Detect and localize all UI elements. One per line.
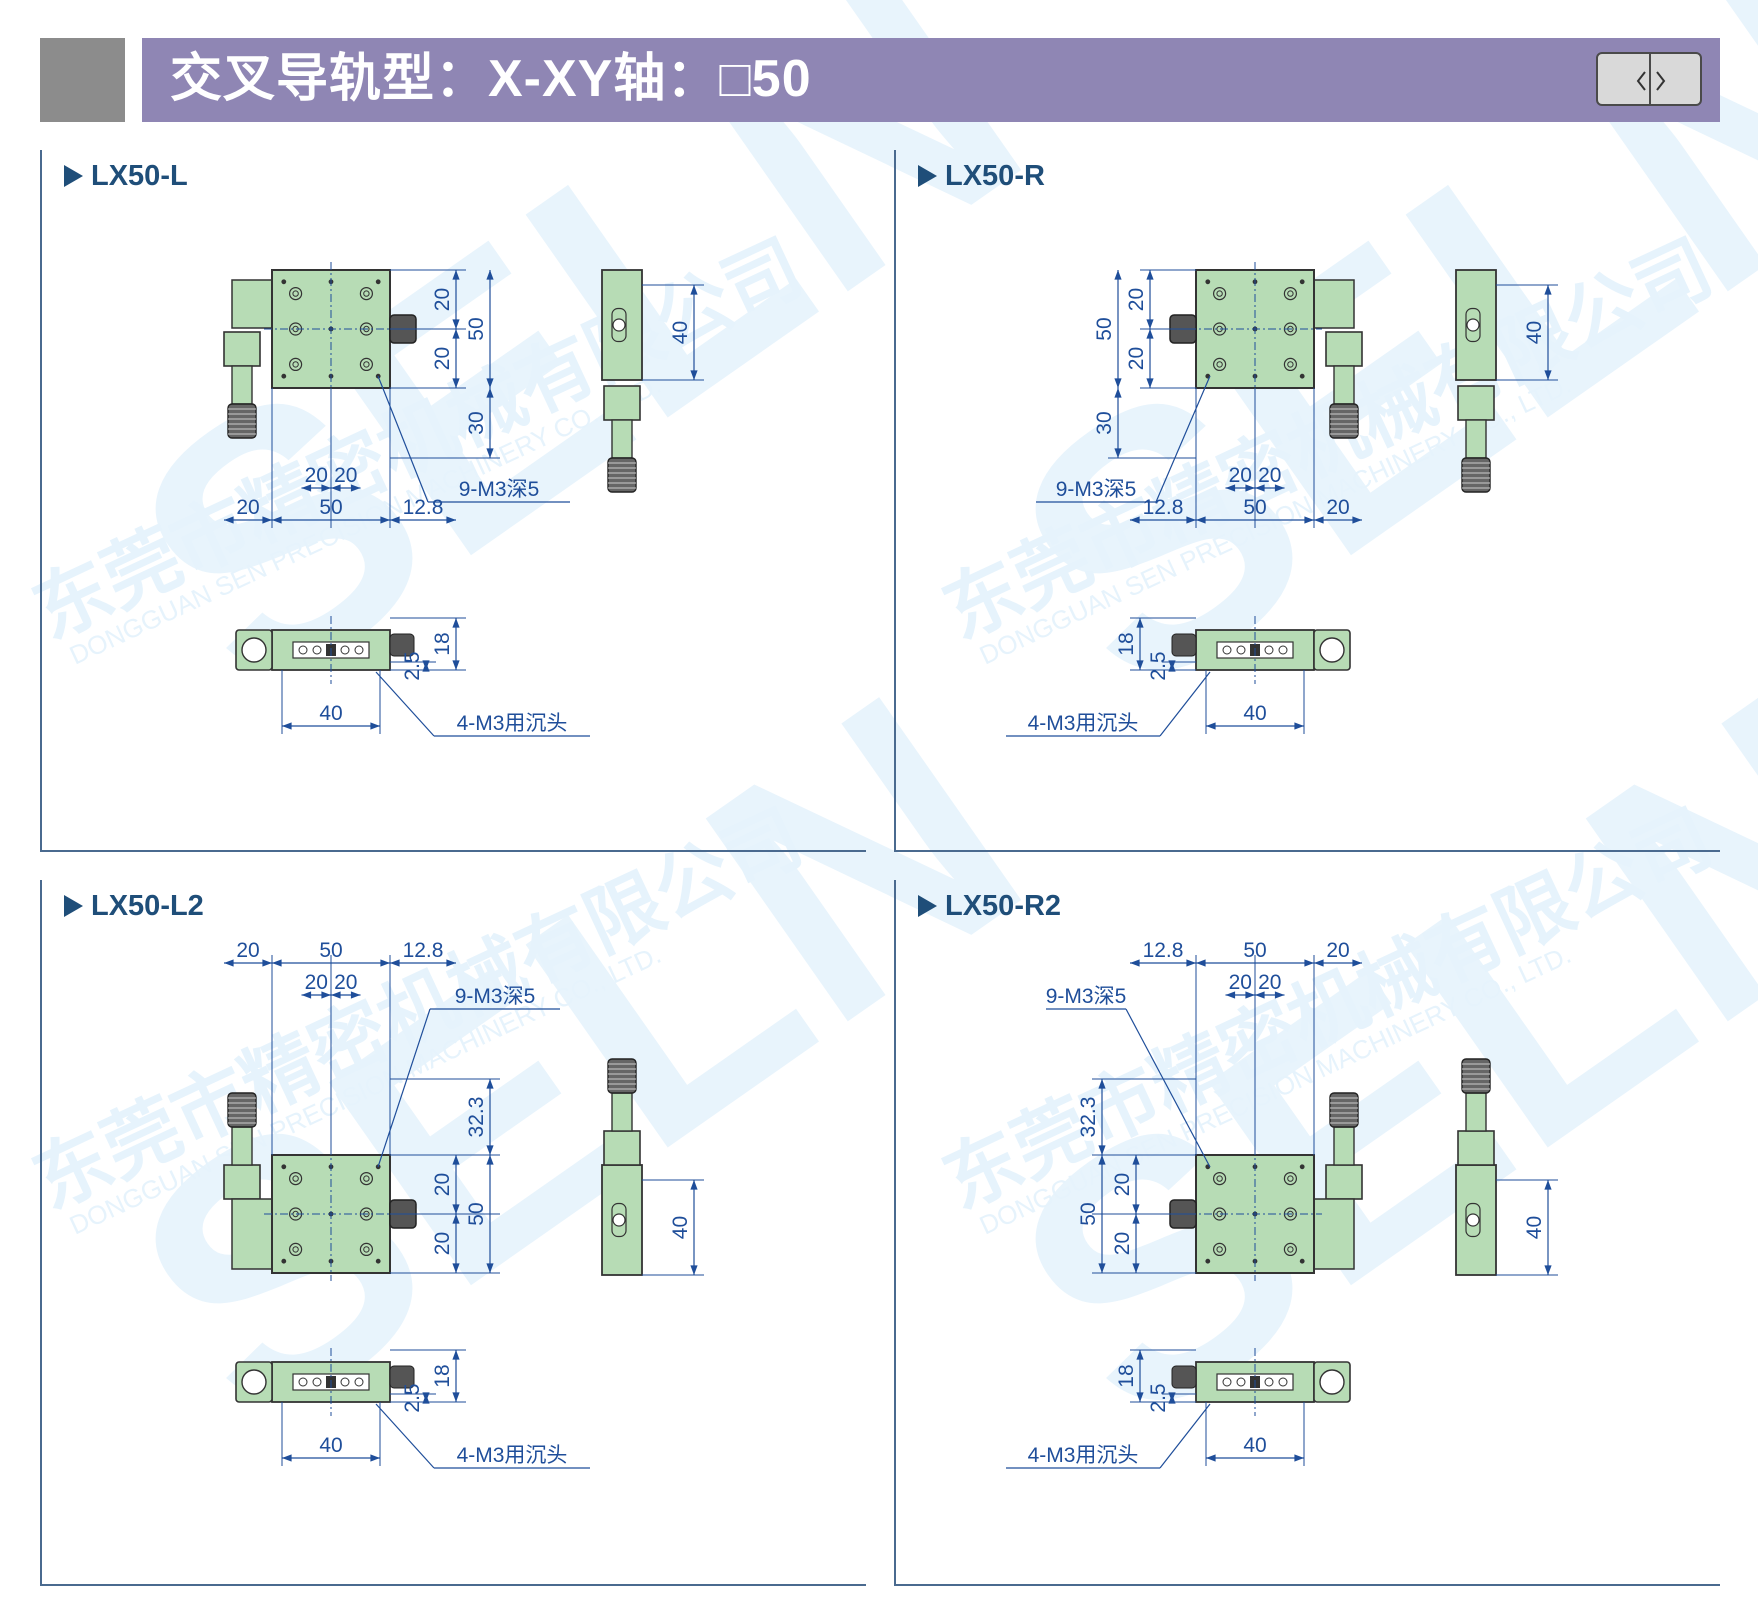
dimension-label: 20: [305, 464, 328, 487]
nav-divider: [1649, 54, 1651, 104]
panel-title-text: LX50-L2: [91, 890, 204, 922]
technical-drawing: 20 20 50 32.3 20 20 50 20 12.8 9-M3深5 40 18 2.5 40 4-M…: [223, 939, 704, 1469]
dimension-label: 18: [431, 632, 454, 655]
dimension-label: 32.3: [465, 1097, 488, 1138]
hole-callout: 4-M3用沉头: [457, 712, 568, 735]
dimension-label: 20: [431, 347, 454, 370]
dimension-label: 20: [305, 971, 328, 994]
dimension-label: 18: [1115, 1364, 1138, 1387]
dimension-label: 32.3: [1077, 1097, 1100, 1138]
technical-drawing: 20 20 50 30 20 20 50 20 12.8 9-M3深5 40 18 2.5 40 4-M3用…: [1006, 262, 1558, 737]
technical-drawing: 20 20 50 32.3 20 20 50 20 12.8 9-M3深5 40 18 2.5 40 4-M…: [1006, 939, 1558, 1469]
dimension-label: 20: [236, 496, 259, 519]
page-title: 交叉导轨型：X-XY轴：□50: [170, 50, 812, 108]
dimension-label: 20: [1258, 464, 1281, 487]
dimension-label: 20: [334, 971, 357, 994]
hole-callout: 4-M3用沉头: [457, 1444, 568, 1467]
dimension-label: 20: [236, 939, 259, 962]
dimension-label: 40: [1523, 1216, 1546, 1239]
panel-title: LX50-R: [918, 160, 1045, 193]
title-bar: 交叉导轨型：X-XY轴：□50: [142, 38, 1720, 122]
dimension-label: 20: [1229, 464, 1252, 487]
dimension-label: 50: [319, 496, 342, 519]
hole-callout: 9-M3深5: [1056, 478, 1137, 501]
dimension-label: 20: [1111, 1232, 1134, 1255]
dimension-label: 18: [431, 1364, 454, 1387]
panel-title-text: LX50-R2: [945, 890, 1062, 922]
dimension-label: 12.8: [1143, 496, 1184, 519]
dimension-label: 50: [1243, 496, 1266, 519]
dimension-label: 40: [1243, 1434, 1266, 1457]
dimension-label: 12.8: [1143, 939, 1184, 962]
dimension-label: 40: [1243, 702, 1266, 725]
dimension-label: 20: [1258, 971, 1281, 994]
dimension-label: 50: [319, 939, 342, 962]
hole-callout: 4-M3用沉头: [1028, 712, 1139, 735]
dimension-label: 20: [1125, 347, 1148, 370]
hole-callout: 9-M3深5: [1046, 985, 1127, 1008]
dimension-label: 20: [334, 464, 357, 487]
dimension-label: 20: [1326, 939, 1349, 962]
panel-lx50-l2: LX50-L2 20 20 50 32.3 20 20 50 20 12.8 9-M3深5 40 18…: [40, 880, 866, 1586]
header-block: [40, 38, 125, 122]
dimension-label: 50: [465, 1202, 488, 1225]
panel-lx50-l: LX50-L 20 20 50 30 20 20 50 20 12.8 9-M3深5 40 18 2.5…: [40, 150, 866, 852]
dimension-label: 30: [465, 411, 488, 434]
dimension-label: 2.5: [401, 1383, 424, 1412]
panel-lx50-r: LX50-R 20 20 50 30 20 20 50 20 12.8 9-M3深5 40 18 2.5…: [894, 150, 1720, 852]
dimension-label: 20: [1326, 496, 1349, 519]
panel-title-text: LX50-L: [91, 160, 188, 192]
dimension-label: 18: [1115, 632, 1138, 655]
dimension-label: 20: [1111, 1173, 1134, 1196]
dimension-label: 2.5: [1147, 1383, 1170, 1412]
dimension-label: 20: [431, 1173, 454, 1196]
dimension-label: 20: [1125, 288, 1148, 311]
dimension-label: 12.8: [403, 496, 444, 519]
dimension-label: 40: [1523, 321, 1546, 344]
panel-title: LX50-R2: [918, 890, 1061, 923]
dimension-label: 50: [1077, 1202, 1100, 1225]
dimension-label: 40: [319, 702, 342, 725]
technical-drawing: 20 20 50 30 20 20 50 20 12.8 9-M3深5 40 18 2.5 40 4-M3用…: [223, 262, 704, 737]
hole-callout: 4-M3用沉头: [1028, 1444, 1139, 1467]
dimension-label: 20: [431, 1232, 454, 1255]
dimension-label: 30: [1093, 411, 1116, 434]
dimension-label: 2.5: [1147, 651, 1170, 680]
dimension-label: 50: [1243, 939, 1266, 962]
dimension-label: 12.8: [403, 939, 444, 962]
dimension-label: 2.5: [401, 651, 424, 680]
dimension-label: 40: [669, 321, 692, 344]
panel-title: LX50-L: [64, 160, 188, 193]
dimension-label: 20: [1229, 971, 1252, 994]
triangle-marker-icon: [918, 165, 937, 187]
dimension-label: 40: [319, 1434, 342, 1457]
triangle-marker-icon: [64, 895, 83, 917]
triangle-marker-icon: [918, 895, 937, 917]
panel-title: LX50-L2: [64, 890, 204, 923]
dimension-label: 50: [465, 317, 488, 340]
triangle-marker-icon: [64, 165, 83, 187]
hole-callout: 9-M3深5: [455, 985, 536, 1008]
page-nav-button[interactable]: [1596, 52, 1702, 106]
dimension-label: 50: [1093, 317, 1116, 340]
panel-lx50-r2: LX50-R2 20 20 50 32.3 20 20 50 20 12.8 9-M3深5 40 18…: [894, 880, 1720, 1586]
panel-title-text: LX50-R: [945, 160, 1045, 192]
dimension-label: 20: [431, 288, 454, 311]
dimension-label: 40: [669, 1216, 692, 1239]
hole-callout: 9-M3深5: [459, 478, 540, 501]
page-turn-icon: [1636, 71, 1666, 91]
